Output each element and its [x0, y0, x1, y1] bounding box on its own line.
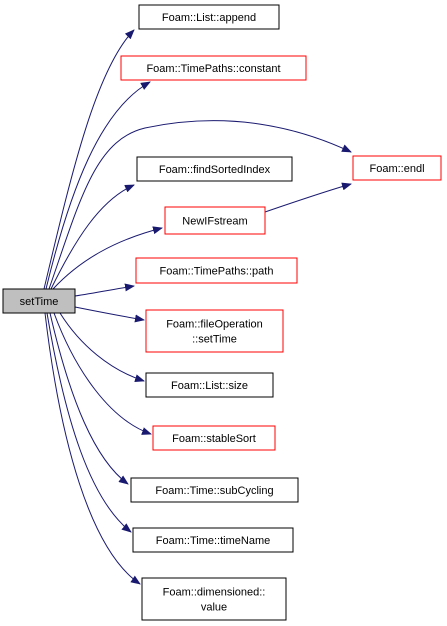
nodes: setTime Foam::List::appendFoam::TimePaths… [2, 4, 442, 621]
edge-root-to-NewIFstream [52, 226, 163, 290]
edge-root-to-subCycling [49, 312, 129, 485]
node-label-endl: Foam::endl [369, 163, 424, 175]
node-label-findSortedIndex: Foam::findSortedIndex [159, 164, 271, 176]
edge-root-to-endl [48, 120, 352, 290]
node-label-append: Foam::List::append [162, 12, 256, 24]
node-label-value: value [201, 602, 227, 614]
node-box-path [135, 257, 298, 284]
node-box-value [141, 577, 287, 621]
node-stableSort[interactable]: Foam::stableSort [152, 425, 276, 451]
edge-NewIFstream-to-endl [264, 182, 352, 213]
edge-root-to-timeName [46, 312, 132, 533]
node-findSortedIndex[interactable]: Foam::findSortedIndex [136, 156, 293, 182]
node-box-root [2, 288, 76, 314]
node-label-setTime: Foam::fileOperation [166, 319, 263, 331]
node-setTime[interactable]: Foam::fileOperation::setTime [145, 309, 284, 353]
edges [43, 29, 352, 585]
node-subCycling[interactable]: Foam::Time::subCycling [130, 477, 299, 503]
node-box-NewIFstream [164, 206, 266, 235]
node-path[interactable]: Foam::TimePaths::path [135, 257, 298, 284]
node-label-setTime: ::setTime [192, 334, 237, 346]
node-box-constant [120, 55, 307, 81]
node-label-NewIFstream: NewIFstream [182, 216, 247, 228]
node-label-size: Foam::List::size [171, 380, 248, 392]
node-label-timeName: Foam::Time::timeName [156, 535, 271, 547]
node-NewIFstream[interactable]: NewIFstream [164, 206, 266, 235]
node-label-stableSort: Foam::stableSort [172, 433, 256, 445]
edge-root-to-path [74, 283, 135, 297]
node-label-subCycling: Foam::Time::subCycling [155, 485, 273, 497]
node-endl[interactable]: Foam::endl [352, 155, 442, 181]
node-constant[interactable]: Foam::TimePaths::constant [120, 55, 307, 81]
node-append[interactable]: Foam::List::append [138, 4, 280, 30]
node-box-endl [352, 155, 442, 181]
edge-root-to-size [59, 312, 145, 383]
edge-root-to-setTime [74, 306, 145, 323]
node-box-stableSort [152, 425, 276, 451]
node-label-value: Foam::dimensioned:: [163, 587, 266, 599]
node-label-constant: Foam::TimePaths::constant [146, 63, 280, 75]
node-label-path: Foam::TimePaths::path [160, 266, 274, 278]
edge-root-to-stableSort [53, 312, 152, 435]
node-root-setTime[interactable]: setTime [2, 288, 76, 314]
node-label-root: setTime [20, 296, 59, 308]
edge-root-to-append [43, 29, 135, 290]
node-timeName[interactable]: Foam::Time::timeName [132, 527, 294, 553]
node-size[interactable]: Foam::List::size [145, 372, 274, 398]
edge-root-to-constant [45, 81, 151, 290]
node-box-subCycling [130, 477, 299, 503]
node-box-append [138, 4, 280, 30]
node-box-size [145, 372, 274, 398]
node-value[interactable]: Foam::dimensioned::value [141, 577, 287, 621]
node-box-setTime [145, 309, 284, 353]
node-box-timeName [132, 527, 294, 553]
node-box-findSortedIndex [136, 156, 293, 182]
edge-root-to-value [44, 312, 141, 585]
edge-root-to-findSortedIndex [50, 184, 135, 290]
